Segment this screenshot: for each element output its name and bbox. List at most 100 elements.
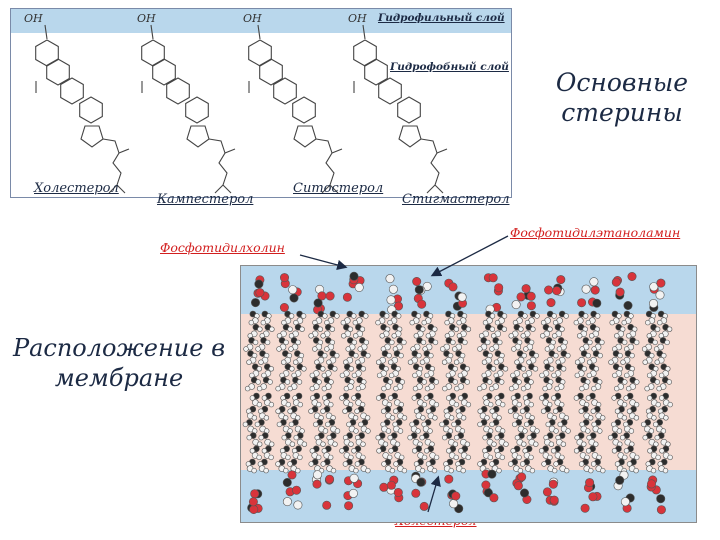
- atom-sphere: [542, 487, 552, 497]
- atom-sphere: [493, 359, 500, 365]
- atom-sphere: [283, 467, 289, 474]
- atom-sphere: [446, 448, 452, 454]
- atom-sphere: [376, 448, 382, 454]
- atom-sphere: [648, 298, 658, 308]
- atom-sphere: [464, 441, 471, 447]
- atom-sphere: [289, 293, 299, 303]
- hydrophilic-band: [11, 9, 511, 33]
- atom-sphere: [393, 385, 399, 392]
- atom-sphere: [657, 319, 663, 326]
- atom-sphere: [249, 395, 256, 401]
- atom-sphere: [508, 461, 514, 467]
- atom-sphere: [661, 352, 667, 359]
- atom-sphere: [654, 359, 660, 365]
- atom-sphere: [516, 292, 526, 302]
- atom-sphere: [654, 434, 660, 441]
- atom-sphere: [653, 346, 660, 352]
- atom-sphere: [465, 401, 472, 408]
- heading-membrane-location: Расположение в мембране: [12, 334, 226, 392]
- atom-sphere: [577, 333, 583, 339]
- atom-sphere: [344, 501, 354, 511]
- atom-sphere: [548, 441, 555, 447]
- atom-sphere: [489, 346, 495, 352]
- atom-sphere: [556, 275, 566, 285]
- atom-sphere: [503, 441, 509, 447]
- atom-sphere: [551, 313, 557, 319]
- atom-sphere: [534, 428, 540, 434]
- atom-sphere: [532, 366, 539, 372]
- atom-sphere: [395, 366, 401, 372]
- atom-sphere: [449, 499, 459, 509]
- atom-sphere: [420, 326, 426, 332]
- atom-sphere: [285, 401, 291, 408]
- atom-sphere: [349, 473, 359, 483]
- atom-sphere: [276, 333, 283, 339]
- atom-sphere: [383, 366, 389, 372]
- atom-sphere: [453, 326, 460, 332]
- atom-sphere: [285, 454, 291, 461]
- atom-sphere: [621, 319, 627, 326]
- atom-sphere: [354, 408, 360, 414]
- atom-sphere: [588, 467, 594, 474]
- atom-sphere: [616, 313, 622, 319]
- atom-sphere: [301, 366, 307, 372]
- atom-sphere: [500, 401, 506, 408]
- atom-sphere: [560, 441, 567, 447]
- atom-sphere: [452, 379, 459, 385]
- atom-sphere: [621, 415, 628, 421]
- atom-sphere: [481, 359, 488, 365]
- atom-sphere: [507, 408, 514, 414]
- atom-sphere: [325, 421, 331, 428]
- atom-sphere: [489, 408, 495, 414]
- atom-sphere: [489, 385, 495, 392]
- atom-sphere: [626, 408, 633, 414]
- atom-sphere: [287, 461, 293, 467]
- atom-sphere: [457, 372, 464, 379]
- atom-sphere: [540, 333, 546, 339]
- atom-sphere: [401, 467, 408, 474]
- atom-sphere: [634, 339, 640, 346]
- atom-sphere: [248, 319, 255, 326]
- atom-sphere: [308, 461, 314, 467]
- atom-sphere: [484, 415, 490, 421]
- atom-sphere: [578, 408, 584, 414]
- atom-sphere: [423, 395, 430, 401]
- atom-sphere: [453, 359, 460, 365]
- atom-sphere: [389, 415, 396, 421]
- atom-sphere: [363, 313, 369, 319]
- atom-sphere: [633, 467, 639, 474]
- atom-sphere: [296, 379, 303, 385]
- atom-sphere: [396, 313, 402, 319]
- atom-sphere: [433, 454, 440, 461]
- atom-sphere: [261, 395, 268, 401]
- atom-sphere: [526, 301, 536, 311]
- sterol-structures-panel: [10, 8, 512, 198]
- atom-sphere: [346, 421, 352, 428]
- atom-sphere: [513, 481, 523, 491]
- atom-sphere: [257, 441, 263, 447]
- atom-sphere: [615, 475, 625, 485]
- atom-sphere: [551, 372, 557, 379]
- atom-sphere: [633, 415, 640, 421]
- atom-sphere: [419, 501, 429, 511]
- atom-sphere: [544, 285, 554, 295]
- atom-sphere: [287, 408, 293, 414]
- atom-sphere: [420, 415, 426, 421]
- membrane-bilayer-drawing: [241, 266, 696, 522]
- sterol-name-campesterol: Кампестерол: [157, 192, 254, 207]
- atom-sphere: [591, 385, 597, 392]
- atom-sphere: [268, 454, 274, 461]
- atom-sphere: [487, 379, 493, 385]
- atom-sphere: [614, 333, 620, 339]
- atom-sphere: [388, 372, 395, 379]
- atom-sphere: [666, 326, 673, 332]
- sterol-name-cholesterol: Холестерол: [34, 181, 119, 196]
- atom-sphere: [320, 461, 326, 467]
- atom-sphere: [328, 401, 334, 408]
- atom-sphere: [511, 346, 517, 352]
- atom-sphere: [313, 298, 323, 308]
- atom-sphere: [301, 441, 308, 447]
- atom-sphere: [521, 284, 531, 294]
- atom-sphere: [394, 441, 401, 447]
- atom-sphere: [667, 401, 673, 408]
